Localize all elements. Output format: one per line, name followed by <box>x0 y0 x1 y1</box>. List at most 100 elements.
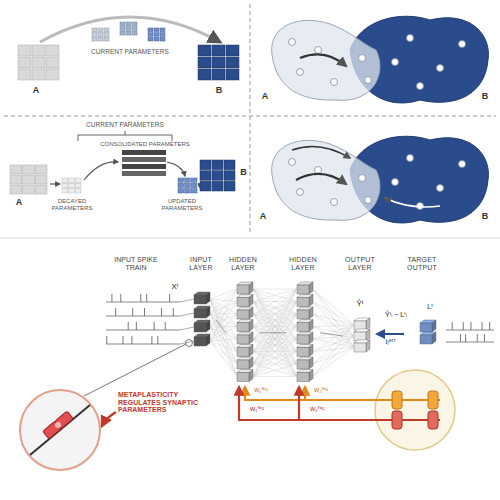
synapse-line <box>253 314 297 352</box>
synapse-line <box>253 339 297 377</box>
layer-label: HIDDEN LAYER <box>226 256 260 271</box>
signal-name: Ŷᵗ <box>350 300 370 309</box>
neuron-cube <box>354 318 370 330</box>
panel-letter: B <box>211 86 227 96</box>
feedback-wires <box>239 387 376 420</box>
layer-label: TARGET OUTPUT <box>404 256 440 271</box>
layer-label: HIDDEN LAYER <box>286 256 320 271</box>
neuron-cube <box>297 370 313 382</box>
grid-cell <box>10 165 22 174</box>
grid-cell <box>154 28 159 32</box>
synapse-line <box>313 336 354 339</box>
neuron-cube <box>194 306 210 318</box>
shift-arrow <box>385 198 440 207</box>
synapse-line <box>253 314 297 377</box>
synapse-line <box>313 336 354 364</box>
input-wire <box>180 327 194 330</box>
panel-caption: UPDATED PARAMETERS <box>154 198 210 211</box>
layer-column: HIDDEN LAYER <box>286 256 320 384</box>
grid-cell <box>104 33 109 37</box>
synapse-line <box>210 299 237 377</box>
synapse-line <box>253 289 297 339</box>
neuron-cube <box>354 329 370 341</box>
synapse-line <box>313 336 354 352</box>
grid-cell <box>226 69 239 80</box>
panel-caption: CONSOLIDATED PARAMETERS <box>88 141 202 148</box>
grid-cell <box>104 37 109 41</box>
grid-cell <box>23 185 35 194</box>
spike-train <box>446 334 494 342</box>
grid-cell <box>126 31 131 35</box>
synapse-line <box>210 327 237 342</box>
panel-divider <box>4 116 496 117</box>
synapse-line <box>313 325 354 364</box>
grid-cell <box>148 33 153 37</box>
neuron-cube <box>297 345 313 357</box>
grid-cell <box>226 57 239 68</box>
panel-divider <box>250 4 251 232</box>
grid-cell <box>62 183 68 187</box>
grid-cell <box>191 178 197 182</box>
grid-cell <box>98 28 103 32</box>
synapse-line <box>210 314 237 341</box>
layer-column: TARGET OUTPUT <box>404 256 440 346</box>
neuron-cube <box>297 332 313 344</box>
synapse-line <box>253 352 297 377</box>
grid-cell <box>32 57 45 68</box>
orange-cylinders <box>376 391 440 409</box>
panel-caption: CURRENT PARAMETERS <box>78 48 182 55</box>
grid-cell <box>10 185 22 194</box>
layer-connector <box>260 332 286 333</box>
grid-cell <box>98 33 103 37</box>
grid-cell <box>212 57 225 68</box>
consolidated-stack <box>122 171 166 176</box>
synapse-line <box>313 347 354 364</box>
grid-cell <box>69 189 75 193</box>
grid-cell <box>32 45 45 56</box>
synapse-line <box>313 325 354 377</box>
bracket <box>78 135 172 141</box>
synapse-line <box>313 302 354 326</box>
grid-cell <box>75 178 81 182</box>
synapse-line <box>210 313 237 364</box>
signal-name: Lᵗ <box>421 303 439 312</box>
synapse-line <box>253 364 297 377</box>
neuron-cube <box>237 295 253 307</box>
red-cylinders <box>376 411 440 429</box>
grid-cell <box>160 33 165 37</box>
grid-cell <box>35 175 47 184</box>
layer-connector <box>216 320 226 333</box>
neuron-cube <box>297 295 313 307</box>
callout-note: METAPLASTICITY REGULATES SYNAPTIC PARAME… <box>118 391 200 414</box>
panel-letter: A <box>28 86 44 96</box>
synapse-line <box>313 347 354 377</box>
panel-letter: B <box>478 212 492 222</box>
grid-cell <box>191 189 197 193</box>
panel-letter: B <box>238 168 249 178</box>
grid-cell <box>226 45 239 56</box>
grid-cell <box>200 181 211 191</box>
grid-cell <box>212 160 223 170</box>
input-wire <box>180 313 194 316</box>
synapse-line <box>210 314 237 327</box>
synapse-line <box>210 313 237 377</box>
grid-cell <box>200 160 211 170</box>
neuron-cube <box>237 332 253 344</box>
synapse-line <box>253 289 297 364</box>
grid-cell <box>198 69 211 80</box>
grid-cell <box>198 45 211 56</box>
synapse-line <box>253 364 297 377</box>
synapse-line <box>313 327 354 337</box>
grid-cell <box>212 181 223 191</box>
synapse-line <box>313 325 354 352</box>
layer-label: OUTPUT LAYER <box>343 256 377 271</box>
synapse-line <box>253 314 297 377</box>
synapse-line <box>210 289 237 299</box>
synapse-line <box>253 302 297 365</box>
grid-cell <box>75 183 81 187</box>
grid-cell <box>69 183 75 187</box>
grid-cell <box>18 57 31 68</box>
spike-train <box>106 294 180 302</box>
